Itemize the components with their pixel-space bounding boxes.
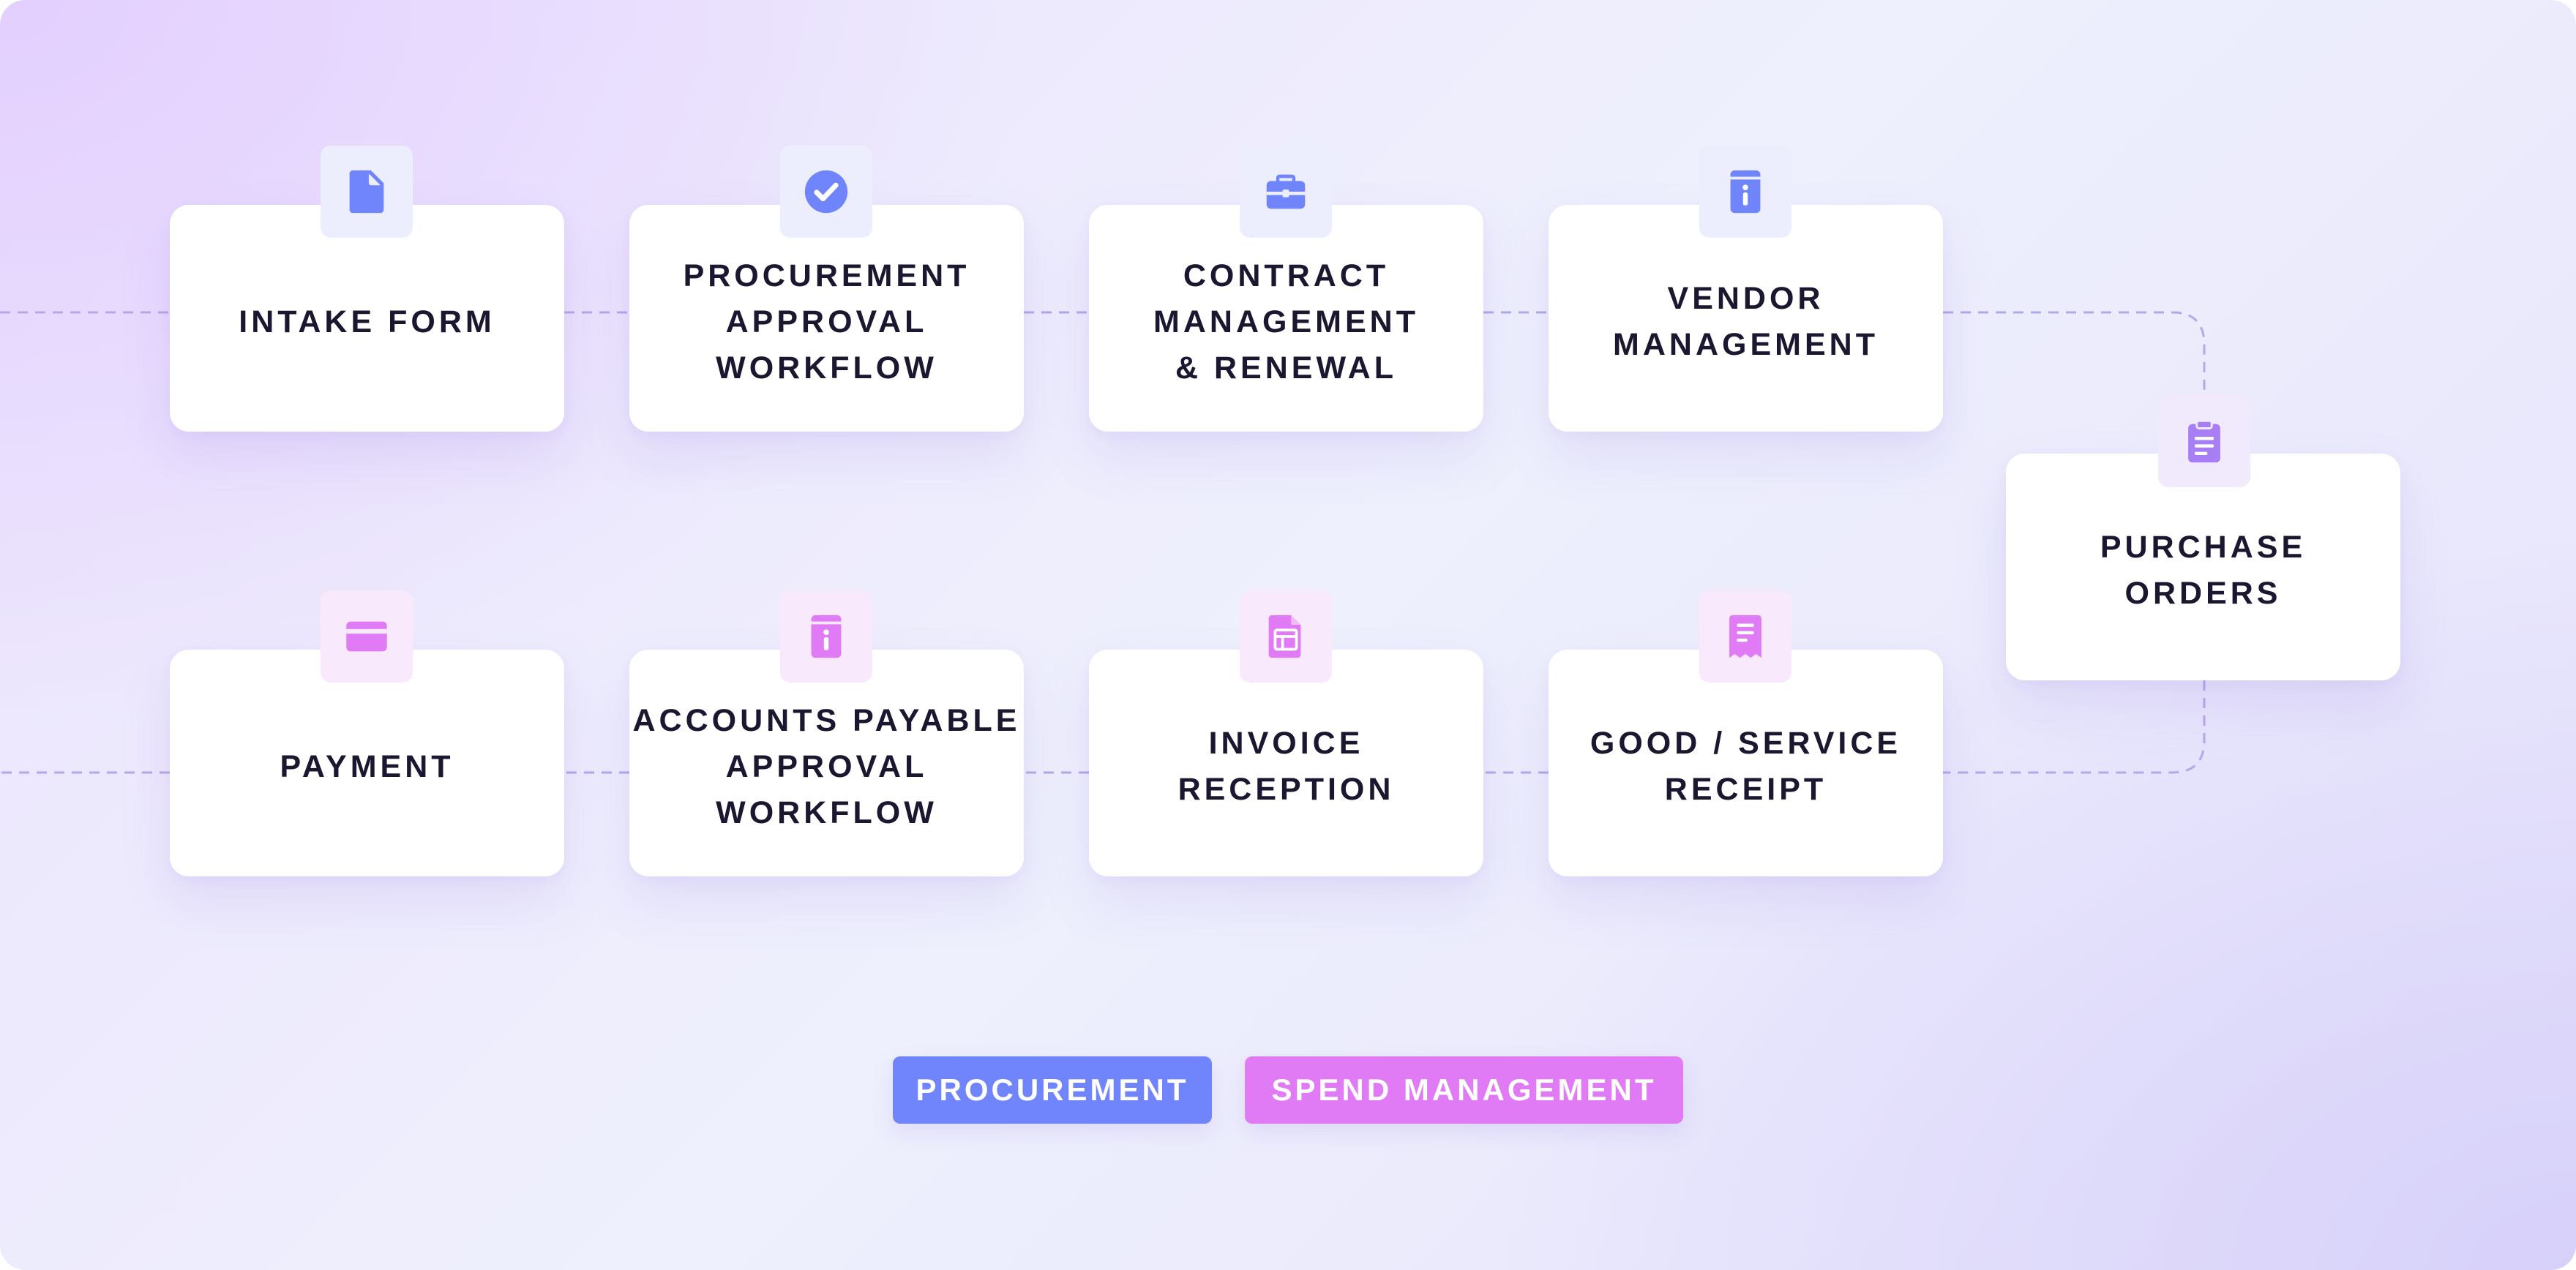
legend-procurement: PROCUREMENT <box>893 1056 1212 1124</box>
step-label: PAYMENT <box>280 748 454 784</box>
step-payment: PAYMENT <box>170 650 564 876</box>
receipt-icon <box>1699 590 1791 683</box>
invoice-icon <box>1240 590 1332 683</box>
step-label: ACCOUNTS PAYABLE APPROVAL WORKFLOW <box>632 702 1021 830</box>
step-ap-approval: ACCOUNTS PAYABLE APPROVAL WORKFLOW <box>629 650 1024 876</box>
step-good-service-receipt: GOOD / SERVICE RECEIPT <box>1549 650 1943 876</box>
step-label: INVOICE RECEPTION <box>1177 726 1395 807</box>
step-label: PROCUREMENT APPROVAL WORKFLOW <box>683 258 970 386</box>
step-label: INTAKE FORM <box>239 304 495 339</box>
step-invoice-reception: INVOICE RECEPTION <box>1089 650 1483 876</box>
briefcase-icon <box>1240 146 1332 238</box>
step-label: PURCHASE ORDERS <box>2100 530 2307 611</box>
step-procurement-approval: PROCUREMENT APPROVAL WORKFLOW <box>629 205 1024 432</box>
step-label: GOOD / SERVICE RECEIPT <box>1590 726 1902 807</box>
step-vendor-management: VENDOR MANAGEMENT <box>1549 205 1943 432</box>
step-label: VENDOR MANAGEMENT <box>1613 281 1879 362</box>
document-icon <box>321 146 413 238</box>
step-contract-management: CONTRACT MANAGEMENT & RENEWAL <box>1089 205 1483 432</box>
legend-spend-management: SPEND MANAGEMENT <box>1245 1056 1683 1124</box>
step-label: CONTRACT MANAGEMENT & RENEWAL <box>1153 258 1419 386</box>
clipboard-icon <box>2158 395 2250 487</box>
info-book-icon <box>780 590 872 683</box>
connector-vendor-purchase <box>1943 311 2206 395</box>
info-book-icon <box>1699 146 1791 238</box>
step-intake-form: INTAKE FORM <box>170 205 564 432</box>
check-circle-icon <box>780 146 872 238</box>
connector-purchase-receipt <box>1943 680 2206 774</box>
step-purchase-orders: PURCHASE ORDERS <box>2006 454 2400 680</box>
credit-card-icon <box>321 590 413 683</box>
